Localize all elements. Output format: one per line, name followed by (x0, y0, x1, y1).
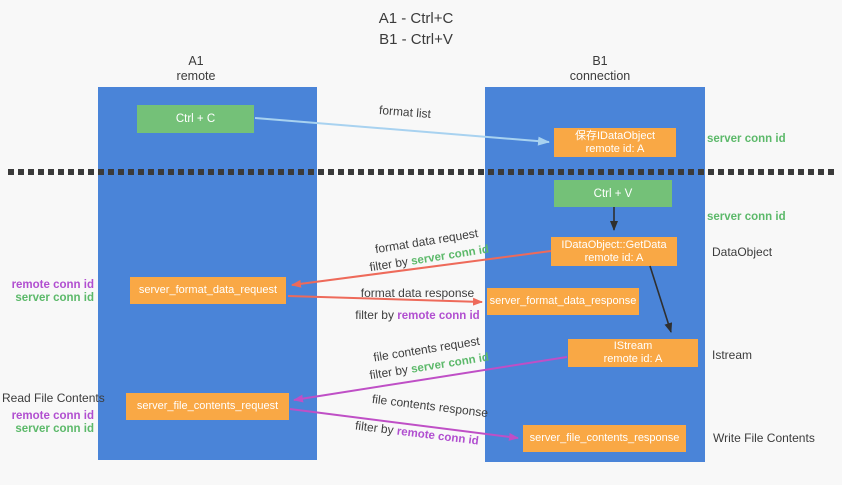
ctrl-c-node: Ctrl + C (137, 105, 254, 133)
left-conn-ids-lower: remote conn id server conn id (2, 410, 94, 436)
server-format-data-response-node: server_format_data_response (487, 288, 639, 315)
column-b1-role: connection (569, 69, 631, 83)
save-idataobject-line1: 保存IDataObject (574, 129, 656, 142)
remote-conn-id-label-2: remote conn id (11, 410, 94, 422)
server-file-contents-response-label: server_file_contents_response (529, 432, 680, 444)
server-conn-id-label-1: server conn id (15, 292, 94, 304)
read-file-contents-label: Read File Contents (2, 391, 105, 405)
filter-by-remote-conn-id-2: filter by remote conn id (330, 304, 505, 327)
ctrl-v-node: Ctrl + V (554, 180, 672, 207)
server-file-contents-response-node: server_file_contents_response (523, 425, 686, 452)
diagram-title: A1 - Ctrl+C B1 - Ctrl+V (306, 8, 526, 50)
getdata-line1: IDataObject::GetData (561, 238, 667, 251)
format-data-response-text: format data response (360, 286, 475, 300)
filter-by-remote-conn-id-4: filter by remote conn id (342, 417, 493, 449)
filter-by-prefix-4: filter by (354, 418, 398, 438)
server-conn-id-mid-label: server conn id (707, 211, 786, 223)
getdata-line2: remote id: A (584, 251, 644, 264)
column-a1-role: remote (176, 69, 216, 83)
dataobject-label: DataObject (712, 245, 773, 259)
dotted-separator-line (8, 169, 836, 175)
server-conn-id-top-label: server conn id (707, 133, 786, 145)
ctrl-v-label: Ctrl + V (593, 187, 633, 200)
title-line-1: A1 - Ctrl+C (378, 10, 454, 27)
server-format-data-request-label: server_format_data_request (138, 284, 278, 296)
server-file-contents-request-label: server_file_contents_request (136, 400, 279, 412)
server-conn-id-label-2: server conn id (15, 423, 94, 435)
filter-by-prefix-2: filter by (355, 308, 398, 322)
save-idataobject-node: 保存IDataObject remote id: A (554, 128, 676, 157)
server-format-data-request-node: server_format_data_request (130, 277, 286, 304)
remote-conn-id-label-1: remote conn id (11, 279, 94, 291)
column-a1-name: A1 (188, 54, 204, 68)
format-data-response-label: format data response filter by remote co… (330, 282, 505, 327)
filter-by-value-2: remote conn id (397, 310, 480, 322)
column-b1-name: B1 (592, 54, 608, 68)
idataobject-getdata-node: IDataObject::GetData remote id: A (551, 237, 677, 266)
server-file-contents-request-node: server_file_contents_request (126, 393, 289, 420)
filter-by-value-4: remote conn id (396, 425, 480, 448)
istream-line2: remote id: A (603, 353, 663, 365)
istream-line1: IStream (613, 340, 653, 352)
istream-node: IStream remote id: A (568, 339, 698, 367)
column-header-a1: A1 remote (144, 54, 248, 84)
server-format-data-response-label: server_format_data_response (489, 295, 637, 307)
save-idataobject-line2: remote id: A (585, 142, 645, 155)
column-header-b1: B1 connection (548, 54, 652, 84)
ctrl-c-label: Ctrl + C (175, 113, 216, 125)
istream-side-label: Istream (712, 348, 753, 362)
title-line-2: B1 - Ctrl+V (379, 31, 453, 48)
format-list-label: format list (378, 102, 432, 122)
write-file-contents-label: Write File Contents (713, 431, 815, 445)
left-conn-ids-upper: remote conn id server conn id (2, 279, 94, 305)
